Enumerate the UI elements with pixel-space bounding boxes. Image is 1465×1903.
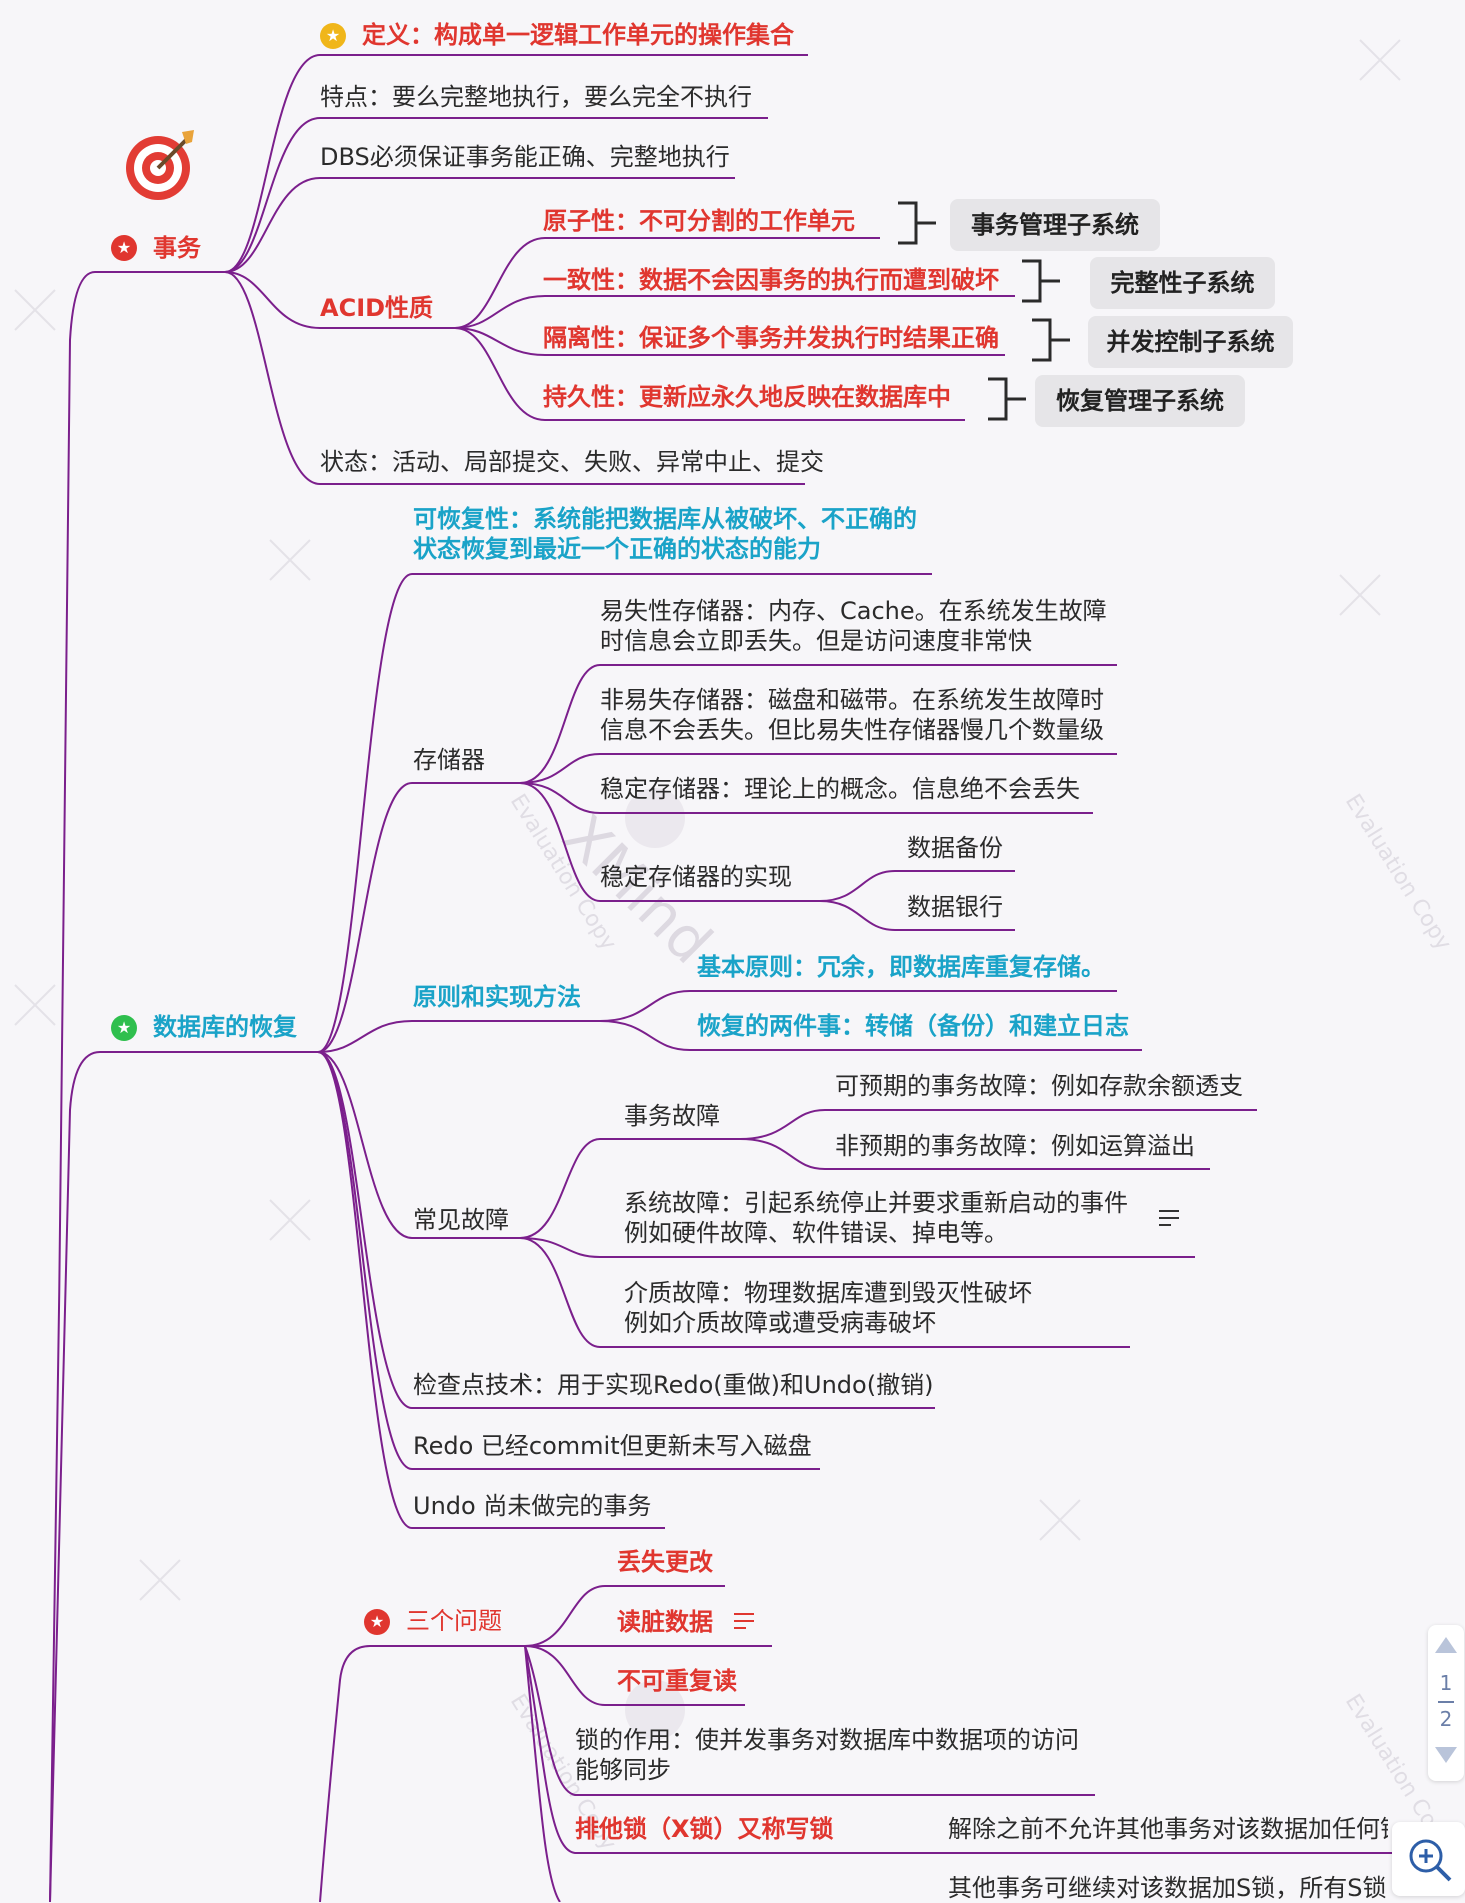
- star-badge-icon: ★: [320, 23, 346, 49]
- node-sys-fail[interactable]: 系统故障：引起系统停止并要求重新启动的事件 例如硬件故障、软件错误、掉电等。: [624, 1188, 1128, 1248]
- node-lock-role-line2: 能够同步: [575, 1756, 671, 1784]
- star-badge-icon: ★: [111, 235, 137, 261]
- node-nonvolatile-line1: 非易失存储器：磁盘和磁带。在系统发生故障时: [600, 686, 1104, 714]
- node-acid[interactable]: ACID性质: [320, 294, 434, 322]
- node-nonvolatile-line2: 信息不会丢失。但比易失性存储器慢几个数量级: [600, 716, 1104, 744]
- node-recoverability-line1: 可恢复性：系统能把数据库从被破坏、不正确的: [413, 505, 917, 533]
- page-divider: [1438, 1701, 1454, 1703]
- node-principle[interactable]: 原则和实现方法: [413, 983, 581, 1011]
- note-lines-icon[interactable]: [1158, 1208, 1180, 1228]
- node-sys-fail-line2: 例如硬件故障、软件错误、掉电等。: [624, 1219, 1008, 1247]
- node-lost-update[interactable]: 丢失更改: [617, 1548, 713, 1576]
- node-tx-failure[interactable]: 事务故障: [624, 1102, 720, 1130]
- node-sys-fail-line1: 系统故障：引起系统停止并要求重新启动的事件: [624, 1189, 1128, 1217]
- node-isolation[interactable]: 隔离性：保证多个事务并发执行时结果正确: [543, 324, 999, 352]
- node-recoverability[interactable]: 可恢复性：系统能把数据库从被破坏、不正确的 状态恢复到最近一个正确的状态的能力: [413, 504, 917, 564]
- node-media-fail[interactable]: 介质故障：物理数据库遭到毁灭性破坏 例如介质故障或遭受病毒破坏: [624, 1278, 1032, 1338]
- page-total: 2: [1439, 1707, 1453, 1731]
- node-xlock-desc[interactable]: 解除之前不允许其他事务对该数据加任何锁: [948, 1815, 1388, 1843]
- node-redo[interactable]: Redo 已经commit但更新未写入磁盘: [413, 1432, 812, 1460]
- note-lines-icon[interactable]: [733, 1611, 755, 1631]
- box-recovery-manager[interactable]: 恢复管理子系统: [1035, 375, 1245, 427]
- target-icon: [126, 130, 194, 200]
- node-bank[interactable]: 数据银行: [907, 893, 1003, 921]
- node-states[interactable]: 状态：活动、局部提交、失败、异常中止、提交: [320, 448, 824, 476]
- page-up-icon[interactable]: [1434, 1635, 1458, 1655]
- node-definition[interactable]: 定义：构成单一逻辑工作单元的操作集合: [362, 21, 794, 49]
- node-media-fail-line1: 介质故障：物理数据库遭到毁灭性破坏: [624, 1279, 1032, 1307]
- box-transaction-manager[interactable]: 事务管理子系统: [950, 199, 1160, 251]
- node-lock-role[interactable]: 锁的作用：使并发事务对数据库中数据项的访问 能够同步: [575, 1725, 1079, 1785]
- node-backup[interactable]: 数据备份: [907, 834, 1003, 862]
- node-storage[interactable]: 存储器: [413, 746, 485, 774]
- node-lock-role-line1: 锁的作用：使并发事务对数据库中数据项的访问: [575, 1726, 1079, 1754]
- star-badge-icon: ★: [364, 1609, 390, 1635]
- node-volatile-line1: 易失性存储器：内存、Cache。在系统发生故障: [600, 597, 1107, 625]
- node-media-fail-line2: 例如介质故障或遭受病毒破坏: [624, 1309, 936, 1337]
- zoom-in-icon: [1409, 1839, 1452, 1882]
- node-recoverability-line2: 状态恢复到最近一个正确的状态的能力: [413, 535, 821, 563]
- node-checkpoint[interactable]: 检查点技术：用于实现Redo(重做)和Undo(撤销): [413, 1371, 934, 1399]
- node-stable[interactable]: 稳定存储器：理论上的概念。信息绝不会丢失: [600, 775, 1080, 803]
- page-current: 1: [1439, 1671, 1453, 1695]
- node-volatile-line2: 时信息会立即丢失。但是访问速度非常快: [600, 627, 1032, 655]
- node-failures[interactable]: 常见故障: [413, 1206, 509, 1234]
- node-xlock[interactable]: 排他锁（X锁）又称写锁: [575, 1815, 834, 1843]
- topic-transaction[interactable]: 事务: [153, 234, 201, 262]
- node-durability[interactable]: 持久性：更新应永久地反映在数据库中: [543, 383, 951, 411]
- node-nonrepeatable[interactable]: 不可重复读: [617, 1667, 737, 1695]
- box-concurrency-subsystem[interactable]: 并发控制子系统: [1088, 316, 1293, 368]
- zoom-button[interactable]: [1392, 1822, 1465, 1896]
- node-expected-fail[interactable]: 可预期的事务故障：例如存款余额透支: [835, 1072, 1243, 1100]
- node-dirty-read[interactable]: 读脏数据: [617, 1608, 713, 1636]
- page-navigator: 1 2: [1428, 1625, 1464, 1781]
- node-principle-two[interactable]: 恢复的两件事：转储（备份）和建立日志: [697, 1012, 1129, 1040]
- node-slock-desc[interactable]: 其他事务可继续对该数据加S锁，所有S锁: [948, 1874, 1387, 1902]
- node-undo[interactable]: Undo 尚未做完的事务: [413, 1492, 652, 1520]
- node-volatile[interactable]: 易失性存储器：内存、Cache。在系统发生故障 时信息会立即丢失。但是访问速度非…: [600, 596, 1107, 656]
- node-atomicity[interactable]: 原子性：不可分割的工作单元: [543, 207, 855, 235]
- page-down-icon[interactable]: [1434, 1745, 1458, 1765]
- node-consistency[interactable]: 一致性：数据不会因事务的执行而遭到破坏: [543, 266, 999, 294]
- node-stable-impl[interactable]: 稳定存储器的实现: [600, 863, 792, 891]
- node-unexpected-fail[interactable]: 非预期的事务故障：例如运算溢出: [835, 1132, 1195, 1160]
- star-badge-icon: ★: [111, 1015, 137, 1041]
- node-nonvolatile[interactable]: 非易失存储器：磁盘和磁带。在系统发生故障时 信息不会丢失。但比易失性存储器慢几个…: [600, 685, 1104, 745]
- node-feature[interactable]: 特点：要么完整地执行，要么完全不执行: [320, 83, 752, 111]
- topic-three-problems[interactable]: 三个问题: [406, 1607, 502, 1635]
- topic-recovery[interactable]: 数据库的恢复: [153, 1013, 297, 1041]
- node-principle-basic[interactable]: 基本原则：冗余，即数据库重复存储。: [697, 953, 1105, 981]
- node-dbs[interactable]: DBS必须保证事务能正确、完整地执行: [320, 143, 730, 171]
- box-integrity-subsystem[interactable]: 完整性子系统: [1090, 257, 1275, 309]
